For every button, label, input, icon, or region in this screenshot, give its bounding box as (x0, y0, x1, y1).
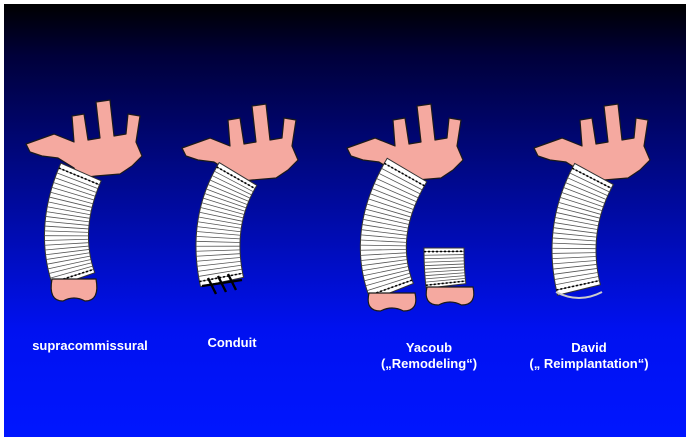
aortic-arch-with-branches (26, 100, 142, 178)
aortic-arch-with-branches (534, 104, 650, 182)
graft-yacoub (360, 158, 426, 300)
aortic-root-procedures-illustration (4, 4, 686, 437)
arch-conduit (182, 104, 298, 182)
label-david: David (514, 340, 664, 356)
sublabel-yacoub: („Remodeling“) (359, 356, 499, 372)
arch-supracommissural (26, 100, 142, 178)
slide-background: supracommissural Conduit Yacoub („Remode… (4, 4, 686, 437)
aortic-root-sinus (51, 279, 97, 301)
sublabel-david: („ Reimplantation“) (514, 356, 664, 372)
graft-yacoub-detail (424, 248, 466, 288)
root-supracommissural (51, 279, 97, 301)
root-yacoub (368, 293, 416, 311)
graft-body (552, 163, 613, 295)
graft-conduit (196, 163, 257, 287)
label-conduit: Conduit (182, 335, 282, 351)
graft-supracommissural (44, 163, 101, 287)
graft-david (552, 163, 613, 295)
aortic-root-sinus (426, 287, 474, 305)
arch-david (534, 104, 650, 182)
aortic-arch-with-branches (182, 104, 298, 182)
root-yacoub-detail (426, 287, 474, 305)
graft-body (196, 163, 257, 287)
label-supracommissural: supracommissural (6, 338, 174, 354)
label-yacoub: Yacoub (359, 340, 499, 356)
aortic-root-sinus (368, 293, 416, 311)
